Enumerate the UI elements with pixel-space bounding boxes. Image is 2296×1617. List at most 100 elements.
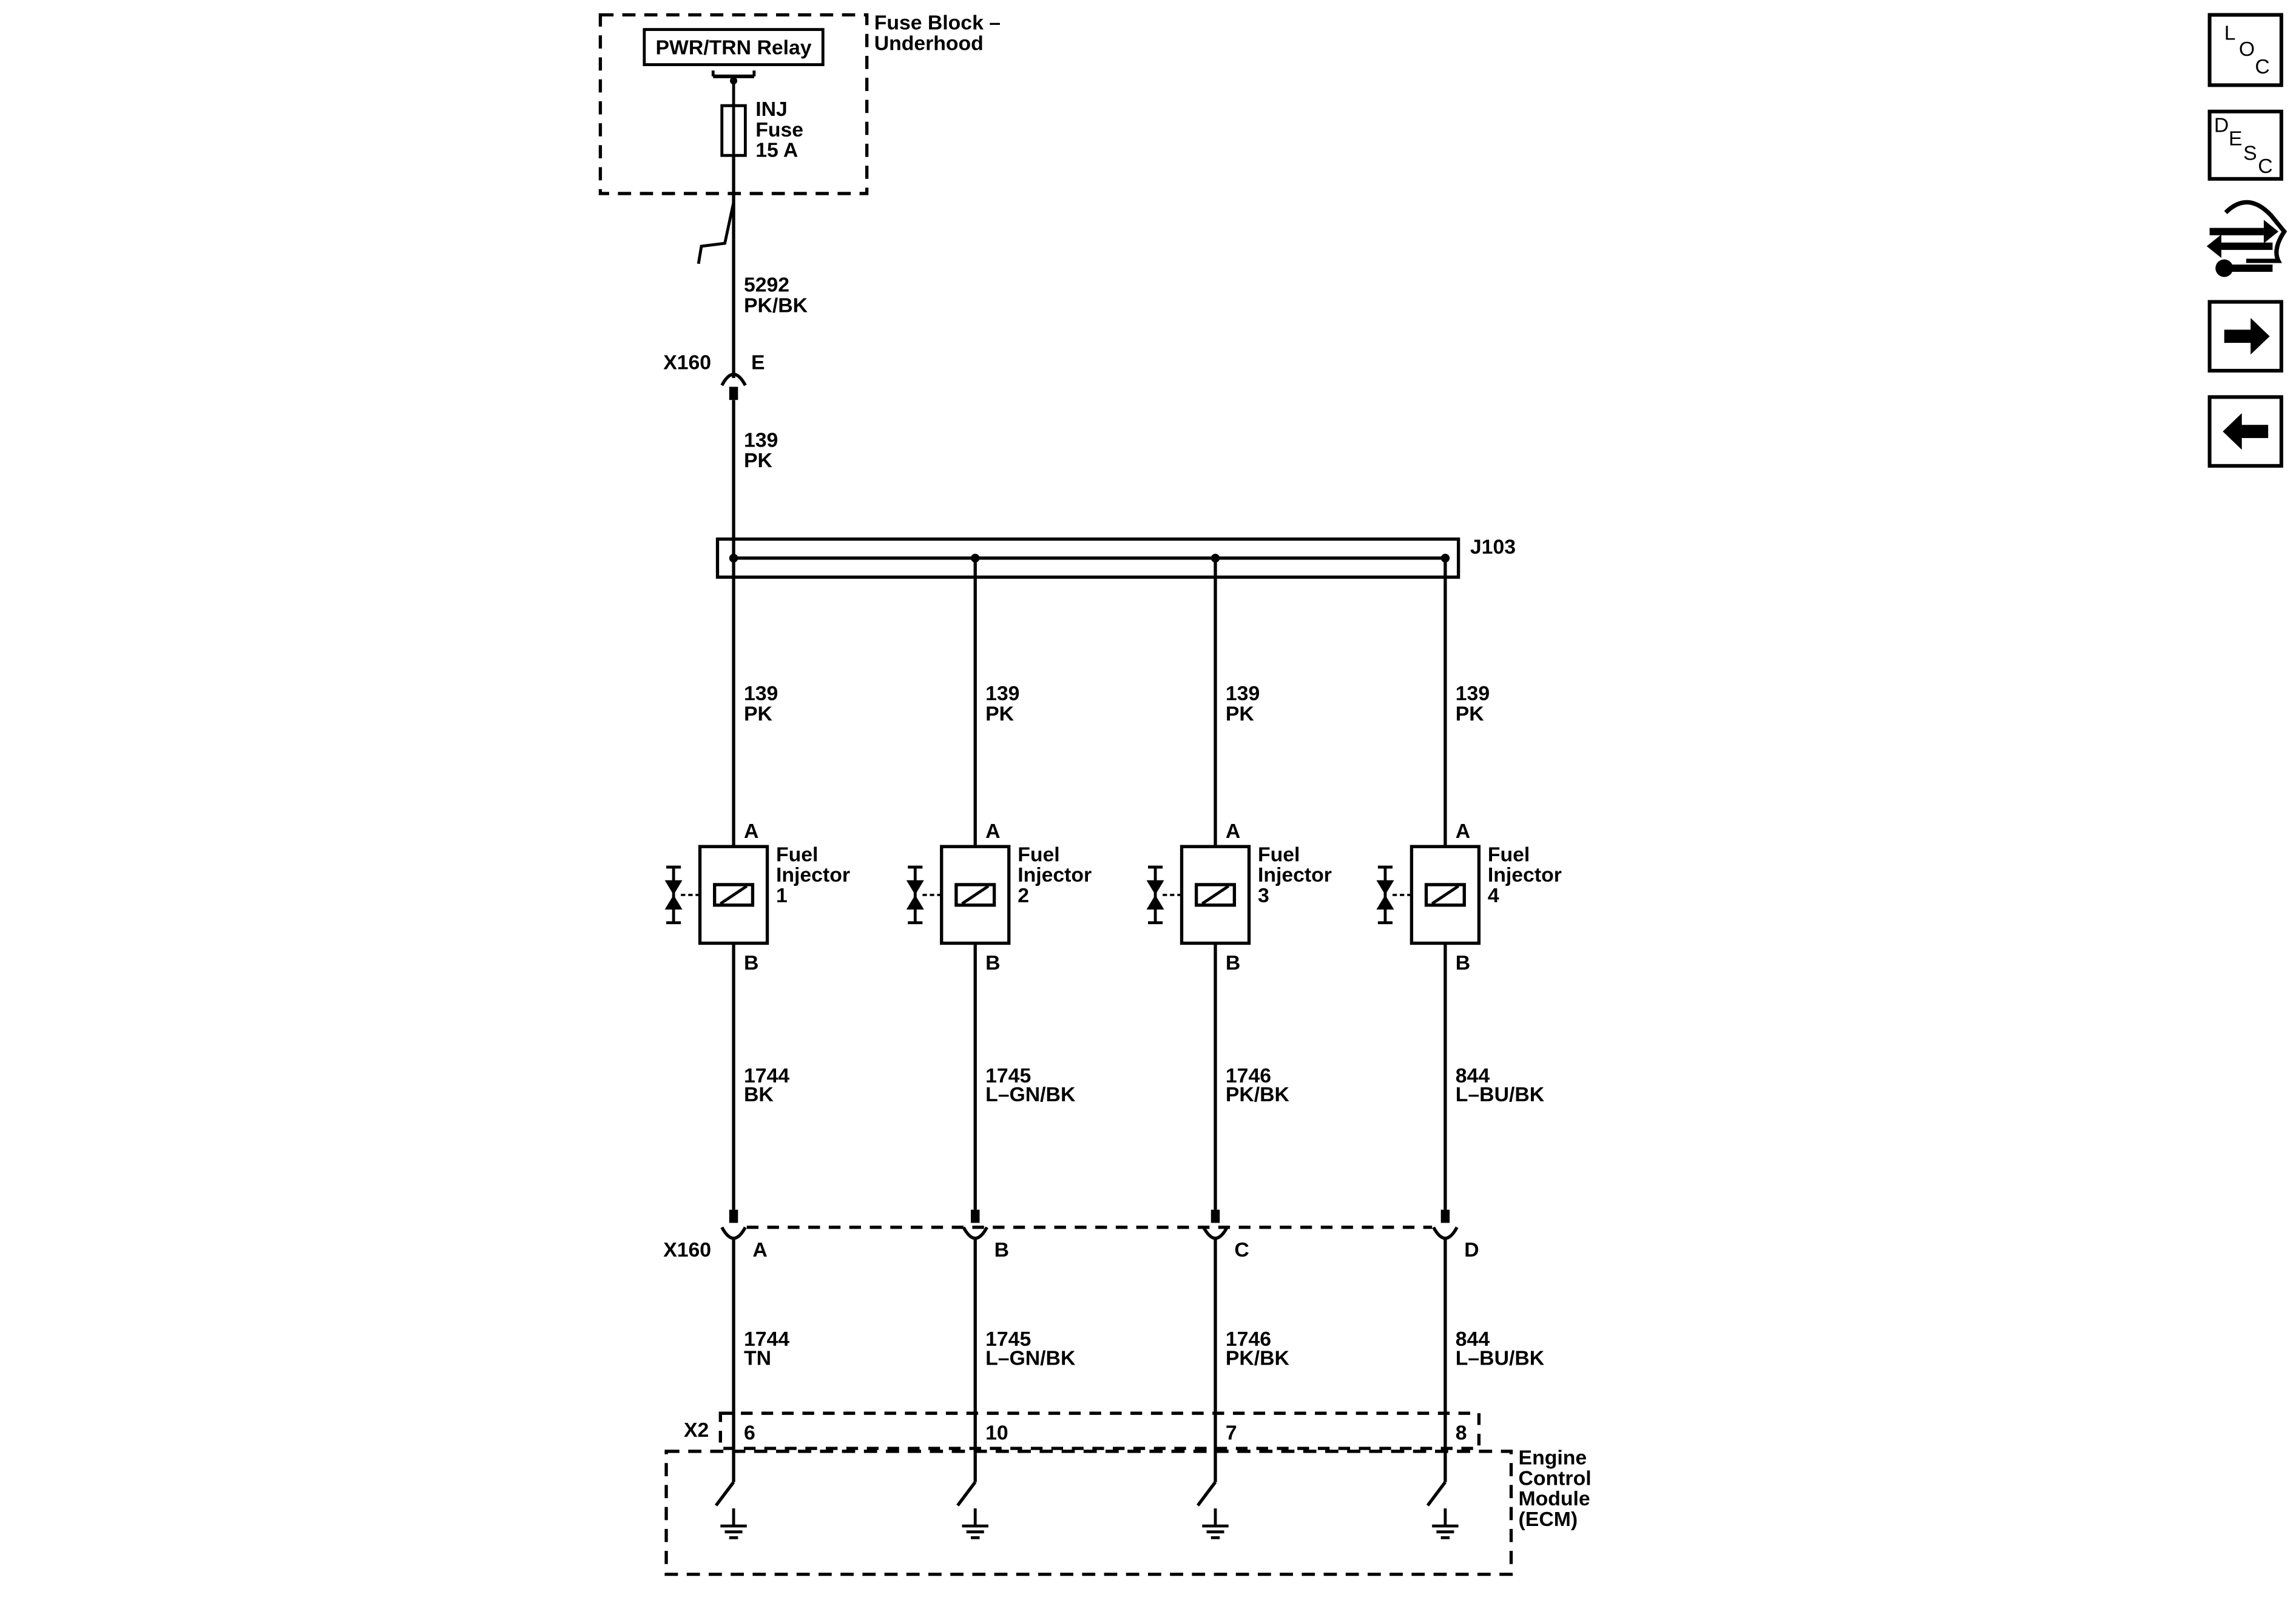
x2-connector-boundary xyxy=(718,1411,1481,1450)
x160-connector-pin xyxy=(962,1226,988,1240)
relay-label: PWR/TRN Relay xyxy=(656,36,812,59)
harness-flag-icon xyxy=(697,201,735,265)
x160-top-pin: E xyxy=(751,351,765,374)
valve-symbol-icon xyxy=(906,865,924,925)
ecm-boundary xyxy=(664,1450,1513,1576)
ecm-wire-color: L–GN/BK xyxy=(985,1347,1076,1370)
control-wire-color: BK xyxy=(744,1083,774,1106)
injector-label-2: Injector xyxy=(1488,863,1562,886)
ecm-wire-color: TN xyxy=(744,1347,771,1370)
svg-text:S: S xyxy=(2243,141,2257,164)
wire-5292-circuit: 5292 xyxy=(744,274,789,297)
injector-pin-a: A xyxy=(744,820,758,843)
driver-switch-icon xyxy=(1196,1481,1217,1507)
injector-pin-a: A xyxy=(985,820,1000,843)
injector-number: 1 xyxy=(776,884,788,907)
splice-j103-label: J103 xyxy=(1470,536,1516,559)
ecm-pin-label: 8 xyxy=(1456,1422,1467,1445)
ecm-wire-circuit: 1744 xyxy=(744,1328,789,1351)
supply-wire-color: PK xyxy=(985,703,1015,726)
control-wire-circuit: 1746 xyxy=(1226,1064,1271,1087)
injector-label-2: Injector xyxy=(1018,863,1092,886)
ecm-wire-color: PK/BK xyxy=(1226,1347,1290,1370)
fuse-label-3: 15 A xyxy=(755,139,798,162)
x160-bottom-name: X160 xyxy=(663,1238,711,1261)
injector-label-2: Injector xyxy=(1258,863,1332,886)
control-wire-color: L–BU/BK xyxy=(1456,1083,1545,1106)
x160-connector-pin xyxy=(1202,1226,1229,1240)
svg-text:D: D xyxy=(2214,114,2229,137)
fuse-block-title-1: Fuse Block – xyxy=(874,12,1001,35)
injector-pin-b: B xyxy=(985,951,1000,974)
supply-wire-circuit: 139 xyxy=(1456,682,1490,705)
valve-symbol-icon xyxy=(1376,865,1394,925)
schematic-arrows-icon xyxy=(2206,200,2288,277)
svg-text:C: C xyxy=(2258,155,2272,178)
wire-139-color-top: PK xyxy=(744,449,773,472)
desc-button[interactable]: D E S C xyxy=(2207,109,2283,181)
supply-wire-circuit: 139 xyxy=(1226,682,1260,705)
splice-j103 xyxy=(715,537,1460,579)
x160-pin-label: A xyxy=(752,1238,767,1261)
next-arrow-icon xyxy=(2224,318,2270,355)
ground-icon xyxy=(1432,1508,1458,1538)
previous-button[interactable] xyxy=(2207,395,2283,468)
ecm-wire-circuit: 844 xyxy=(1456,1328,1490,1351)
fuse-block-title-2: Underhood xyxy=(874,32,984,55)
schematic-tools-button[interactable] xyxy=(2206,200,2288,277)
next-button[interactable] xyxy=(2207,300,2283,373)
ecm-label-3: Module xyxy=(1519,1487,1590,1510)
x160-connector-pin xyxy=(720,1226,747,1240)
driver-switch-icon xyxy=(956,1481,977,1507)
ecm-pin-label: 7 xyxy=(1226,1422,1237,1445)
valve-symbol-icon xyxy=(1146,865,1164,925)
supply-wire-circuit: 139 xyxy=(744,682,778,705)
prev-arrow-icon xyxy=(2223,413,2269,450)
injector-label-1: Fuel xyxy=(1488,843,1530,866)
ground-icon xyxy=(1202,1508,1228,1538)
loc-button[interactable]: L O C xyxy=(2207,13,2283,87)
supply-wire-circuit: 139 xyxy=(985,682,1019,705)
control-wire-circuit: 844 xyxy=(1456,1064,1490,1087)
control-wire-color: L–GN/BK xyxy=(985,1083,1076,1106)
injector-pin-b: B xyxy=(1226,951,1240,974)
x2-label: X2 xyxy=(684,1419,709,1442)
valve-symbol-icon xyxy=(664,865,683,925)
loc-icon: L O C xyxy=(2224,22,2270,79)
supply-wire-color: PK xyxy=(1226,703,1255,726)
injector-pin-a: A xyxy=(1226,820,1240,843)
x160-pin-label: B xyxy=(994,1238,1009,1261)
injector-pin-b: B xyxy=(744,951,758,974)
injector-number: 2 xyxy=(1018,884,1029,907)
supply-wire-color: PK xyxy=(744,703,773,726)
fuse-label-2: Fuse xyxy=(755,118,803,141)
x160-pin-label: D xyxy=(1464,1238,1479,1261)
ecm-wire-circuit: 1745 xyxy=(985,1328,1031,1351)
fuse-label-1: INJ xyxy=(755,98,788,121)
control-wire-color: PK/BK xyxy=(1226,1083,1290,1106)
ground-icon xyxy=(720,1508,746,1538)
injector-label-2: Injector xyxy=(776,863,850,886)
injector-column-4: 139PKAFuelInjector4B844L–BU/BKD844L–BU/B… xyxy=(1376,553,1562,1538)
injector-column-2: 139PKAFuelInjector2B1745L–GN/BKB1745L–GN… xyxy=(906,553,1092,1538)
x160-top-name: X160 xyxy=(663,351,711,374)
injector-number: 4 xyxy=(1488,884,1499,907)
driver-switch-icon xyxy=(1426,1481,1447,1507)
injector-pin-b: B xyxy=(1456,951,1470,974)
ecm-wire-color: L–BU/BK xyxy=(1456,1347,1545,1370)
control-wire-circuit: 1745 xyxy=(985,1064,1031,1087)
driver-switch-icon xyxy=(714,1481,735,1507)
ecm-wire-circuit: 1746 xyxy=(1226,1328,1271,1351)
injector-label-1: Fuel xyxy=(1018,843,1059,866)
supply-wire-color: PK xyxy=(1456,703,1485,726)
wire-5292-color: PK/BK xyxy=(744,294,808,317)
ecm-pin-label: 10 xyxy=(985,1422,1008,1445)
ecm-label-1: Engine xyxy=(1519,1447,1587,1470)
svg-text:E: E xyxy=(2229,127,2243,150)
svg-text:O: O xyxy=(2239,38,2255,61)
control-wire-circuit: 1744 xyxy=(744,1064,789,1087)
ecm-label-4: (ECM) xyxy=(1519,1508,1578,1531)
